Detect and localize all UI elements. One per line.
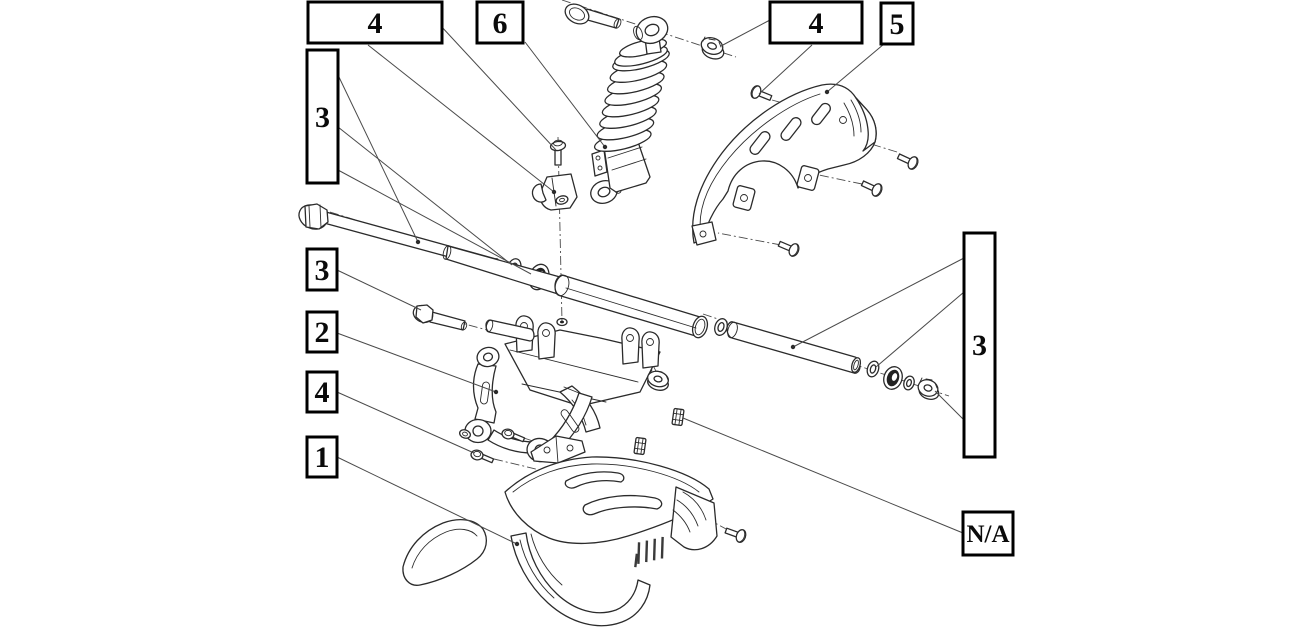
callout-3-right-tall: 3 xyxy=(962,231,997,459)
shock-mount-bolt xyxy=(564,3,622,29)
flange-nut xyxy=(647,369,669,391)
axle-bearing xyxy=(883,366,903,390)
spacer-bolt xyxy=(412,304,468,331)
callout-4-left: 4 xyxy=(305,370,339,414)
skid-plate-screw xyxy=(723,523,749,545)
shock-mount-nut xyxy=(700,36,725,60)
axle-nut xyxy=(917,377,940,400)
callout-label: 4 xyxy=(315,376,330,409)
callout-label: 3 xyxy=(315,101,330,134)
callout-2: 2 xyxy=(305,310,339,354)
axle-spacer-ring xyxy=(903,375,915,391)
callout-label: 4 xyxy=(809,7,824,40)
skid-plate xyxy=(402,429,718,627)
spacer-sleeve xyxy=(485,319,535,342)
brace-arm xyxy=(464,346,593,463)
callout-label: 6 xyxy=(493,7,508,40)
callout-4-top-right: 4 xyxy=(768,0,864,45)
callout-label: 1 xyxy=(315,441,330,474)
shock-lower-bracket xyxy=(531,173,578,211)
callout-label: 4 xyxy=(368,7,383,40)
shock-absorber xyxy=(590,15,670,204)
leader-lines xyxy=(336,19,965,547)
chain-guard xyxy=(691,83,877,246)
bracket-bolt xyxy=(549,139,567,166)
callout-label: 2 xyxy=(315,316,330,349)
callout-4-top-left: 4 xyxy=(306,0,444,45)
callout-label: 3 xyxy=(315,254,330,287)
brand-logo xyxy=(634,536,664,568)
callout-1: 1 xyxy=(305,435,339,479)
callout-label: N/A xyxy=(966,521,1009,548)
callout-label: 3 xyxy=(972,329,987,362)
callout-3-left: 3 xyxy=(305,247,339,292)
callout-na: N/A xyxy=(961,510,1015,557)
callout-label: 5 xyxy=(890,8,905,41)
callout-5: 5 xyxy=(879,1,915,46)
callout-3-left-tall: 3 xyxy=(305,48,340,185)
axle-washer-outer xyxy=(866,360,880,378)
callout-6: 6 xyxy=(475,0,525,45)
